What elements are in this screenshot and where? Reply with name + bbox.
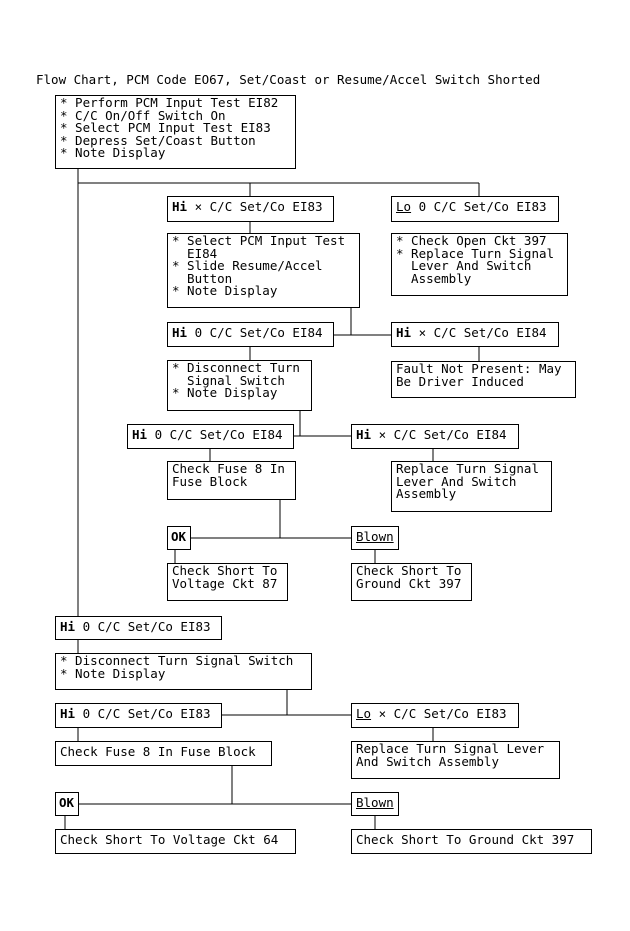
step-disconnect-turn-signal: * Disconnect Turn Signal Switch * Note D… <box>167 360 312 411</box>
level-label: Blown <box>356 795 394 810</box>
result-text: × C/C Set/Co EI83 <box>187 199 323 214</box>
step-text: * Disconnect Turn Signal Switch * Note D… <box>60 653 294 681</box>
result-text: 0 C/C Set/Co EI83 <box>411 199 547 214</box>
step-check-short-voltage-87: Check Short To Voltage Ckt 87 <box>167 563 288 601</box>
step-text: Check Fuse 8 In Fuse Block <box>172 461 285 489</box>
step-text: Check Short To Voltage Ckt 87 <box>172 563 278 591</box>
step-text: Replace Turn Signal Lever And Switch Ass… <box>396 461 539 502</box>
result-blown: Blown <box>351 526 399 550</box>
step-disconnect-turn-signal-switch: * Disconnect Turn Signal Switch * Note D… <box>55 653 312 690</box>
step-text: Check Short To Voltage Ckt 64 <box>60 832 279 847</box>
level-label: Hi <box>172 325 188 340</box>
level-label: OK <box>59 795 75 810</box>
level-label: Hi <box>172 199 188 214</box>
step-check-fuse-8-fuse-block: Check Fuse 8 In Fuse Block <box>55 741 272 766</box>
step-text: Check Short To Ground Ckt 397 <box>356 563 462 591</box>
step-text: * Disconnect Turn Signal Switch * Note D… <box>172 360 300 401</box>
step-check-short-voltage-64: Check Short To Voltage Ckt 64 <box>55 829 296 854</box>
result-ok-second: OK <box>55 792 79 816</box>
result-hi-0-ei83-second: Hi 0 C/C Set/Co EI83 <box>55 703 222 728</box>
step-text: Check Short To Ground Ckt 397 <box>356 832 575 847</box>
step-check-open-ckt-397: * Check Open Ckt 397 * Replace Turn Sign… <box>391 233 568 296</box>
step-check-fuse-8: Check Fuse 8 In Fuse Block <box>167 461 296 500</box>
result-text: × C/C Set/Co EI84 <box>411 325 547 340</box>
result-text: 0 C/C Set/Co EI84 <box>187 325 323 340</box>
step-text: Fault Not Present: May Be Driver Induced <box>396 361 562 389</box>
result-text: 0 C/C Set/Co EI83 <box>75 706 211 721</box>
result-hi-0-ei83: Hi 0 C/C Set/Co EI83 <box>55 616 222 640</box>
result-lo-0-ei83: Lo 0 C/C Set/Co EI83 <box>391 196 559 222</box>
step-select-ei84: * Select PCM Input Test EI84 * Slide Res… <box>167 233 360 308</box>
result-hi-x-ei84-second: Hi × C/C Set/Co EI84 <box>351 424 519 449</box>
result-blown-second: Blown <box>351 792 399 816</box>
step-check-short-ground-397-second: Check Short To Ground Ckt 397 <box>351 829 592 854</box>
result-hi-0-ei84-second: Hi 0 C/C Set/Co EI84 <box>127 424 294 449</box>
result-lo-x-ei83: Lo × C/C Set/Co EI83 <box>351 703 519 728</box>
step-text: Replace Turn Signal Lever And Switch Ass… <box>356 741 545 769</box>
result-ok: OK <box>167 526 191 550</box>
result-text: 0 C/C Set/Co EI84 <box>147 427 283 442</box>
result-hi-x-ei84: Hi × C/C Set/Co EI84 <box>391 322 559 347</box>
result-text: × C/C Set/Co EI83 <box>371 706 507 721</box>
level-label: Lo <box>356 706 372 721</box>
step-initial-test: * Perform PCM Input Test EI82 * C/C On/O… <box>55 95 296 169</box>
result-hi-x-ei83: Hi × C/C Set/Co EI83 <box>167 196 334 222</box>
level-label: Blown <box>356 529 394 544</box>
step-text: Check Fuse 8 In Fuse Block <box>60 744 256 759</box>
step-fault-not-present: Fault Not Present: May Be Driver Induced <box>391 361 576 398</box>
step-check-short-ground-397: Check Short To Ground Ckt 397 <box>351 563 472 601</box>
step-text: * Perform PCM Input Test EI82 * C/C On/O… <box>60 95 279 161</box>
result-text: × C/C Set/Co EI84 <box>371 427 507 442</box>
level-label: Hi <box>60 706 76 721</box>
result-text: 0 C/C Set/Co EI83 <box>75 619 211 634</box>
level-label: Hi <box>60 619 76 634</box>
step-replace-turn-signal-lever: Replace Turn Signal Lever And Switch Ass… <box>351 741 560 779</box>
level-label: Lo <box>396 199 412 214</box>
step-text: * Select PCM Input Test EI84 * Slide Res… <box>172 233 346 299</box>
level-label: Hi <box>396 325 412 340</box>
flowchart-title: Flow Chart, PCM Code EO67, Set/Coast or … <box>36 72 541 87</box>
level-label: Hi <box>356 427 372 442</box>
result-hi-0-ei84: Hi 0 C/C Set/Co EI84 <box>167 322 334 347</box>
level-label: OK <box>171 529 187 544</box>
step-text: * Check Open Ckt 397 * Replace Turn Sign… <box>396 233 555 286</box>
level-label: Hi <box>132 427 148 442</box>
step-replace-turn-signal: Replace Turn Signal Lever And Switch Ass… <box>391 461 552 512</box>
